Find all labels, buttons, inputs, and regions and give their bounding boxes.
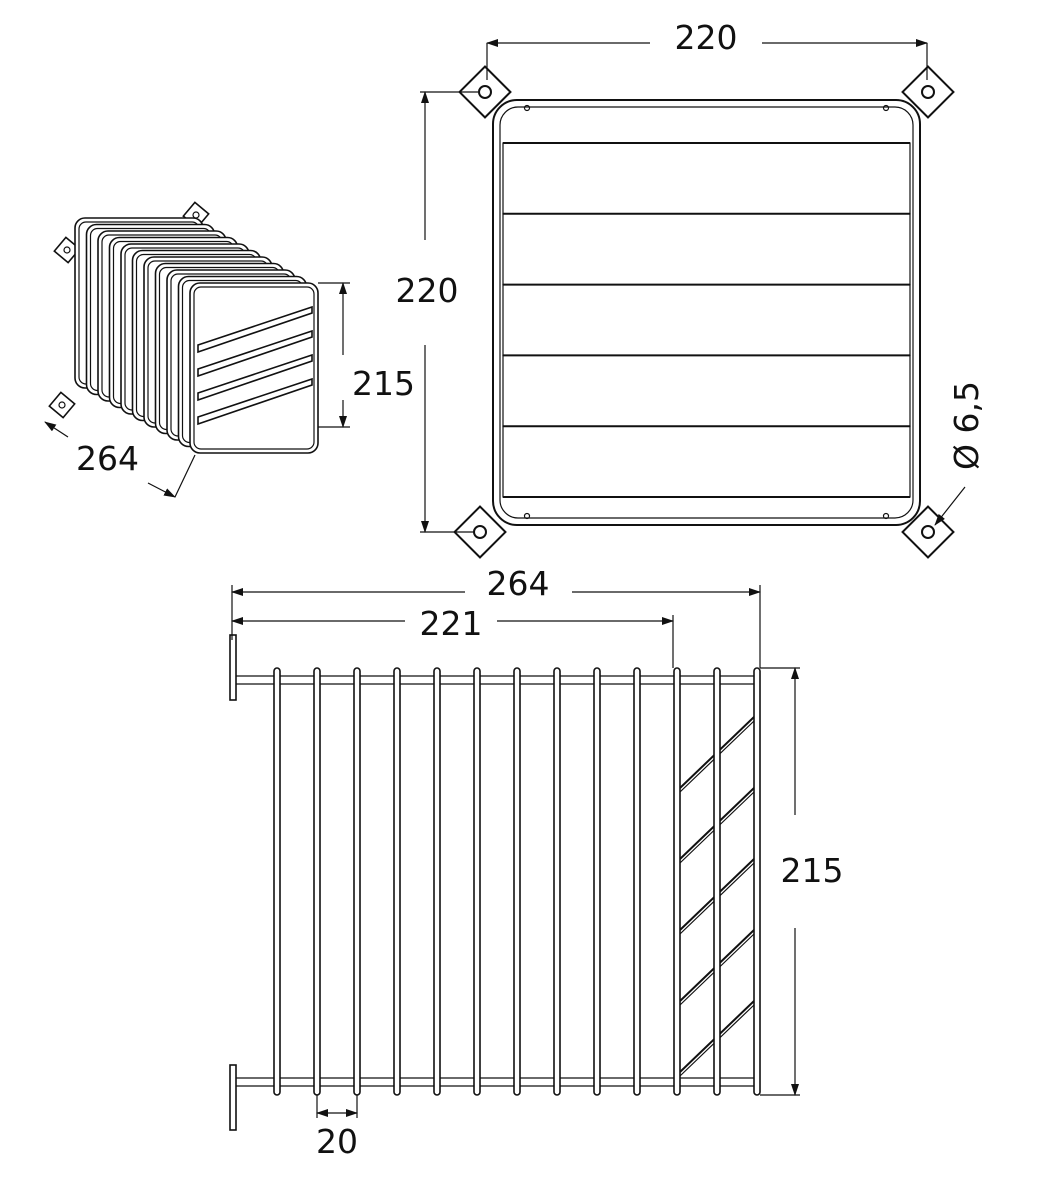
mounting-tabs	[453, 65, 955, 559]
dimension-line	[147, 482, 176, 498]
vertical-rod	[753, 667, 761, 1096]
slat	[502, 425, 911, 498]
wire-cage	[48, 201, 319, 454]
mounting-hole	[921, 525, 935, 539]
rod-pitch-dimension: 20	[316, 1122, 358, 1161]
rivet	[523, 104, 531, 112]
total-length-dimension: 264	[487, 564, 550, 603]
slat	[502, 213, 911, 286]
width-dimension: 220	[675, 18, 738, 57]
height-dimension: 220	[396, 271, 459, 310]
iso-ring-inner	[193, 286, 315, 450]
vertical-rod	[593, 667, 601, 1096]
slat	[502, 284, 911, 357]
leader-line	[934, 486, 966, 526]
vertical-rod	[673, 667, 681, 1096]
mounting-plate	[229, 634, 237, 701]
vertical-rod	[273, 667, 281, 1096]
vertical-rod	[353, 667, 361, 1096]
inner-frame	[499, 106, 914, 519]
vertical-rod	[553, 667, 561, 1096]
slat	[502, 354, 911, 427]
inner-length-dimension: 221	[420, 604, 483, 643]
iso-slat	[197, 329, 313, 378]
mounting-plate	[229, 1064, 237, 1131]
rivet	[882, 104, 890, 112]
vertical-rod	[513, 667, 521, 1096]
vertical-rod	[393, 667, 401, 1096]
iso-depth-dimension: 264	[76, 439, 139, 478]
iso-slat	[197, 353, 313, 402]
extension-line	[174, 454, 196, 498]
vertical-rods	[273, 667, 761, 1096]
mounting-hole	[478, 85, 492, 99]
isometric-view: 215 264	[44, 201, 415, 498]
front-view: 220 220 Ø 6,5	[396, 18, 986, 559]
mounting-hole	[58, 401, 66, 409]
mounting-tab	[901, 65, 955, 119]
horizontal-rails	[236, 675, 760, 1087]
slat	[502, 142, 911, 215]
mounting-tab	[453, 505, 507, 559]
louvre-slats	[502, 104, 911, 520]
mounting-hole	[921, 85, 935, 99]
vertical-rod	[713, 667, 721, 1096]
mounting-tab	[48, 391, 76, 419]
side-height-dimension: 215	[781, 851, 844, 890]
rivet	[523, 512, 531, 520]
mounting-hole	[63, 246, 71, 254]
mounting-tab	[901, 505, 955, 559]
vertical-rod	[313, 667, 321, 1096]
mounting-tab	[458, 65, 512, 119]
hole-diameter-dimension: Ø 6,5	[947, 381, 986, 470]
mounting-tab	[53, 236, 81, 264]
outer-frame	[492, 99, 921, 526]
dimension-line	[44, 421, 69, 438]
vertical-rod	[633, 667, 641, 1096]
iso-height-dimension: 215	[352, 364, 415, 403]
rivet	[882, 512, 890, 520]
vertical-rod	[433, 667, 441, 1096]
iso-slat	[197, 377, 313, 426]
vertical-rod	[473, 667, 481, 1096]
mounting-hole	[473, 525, 487, 539]
iso-slat	[197, 305, 313, 354]
side-view: 264 221 215 20	[229, 564, 844, 1161]
